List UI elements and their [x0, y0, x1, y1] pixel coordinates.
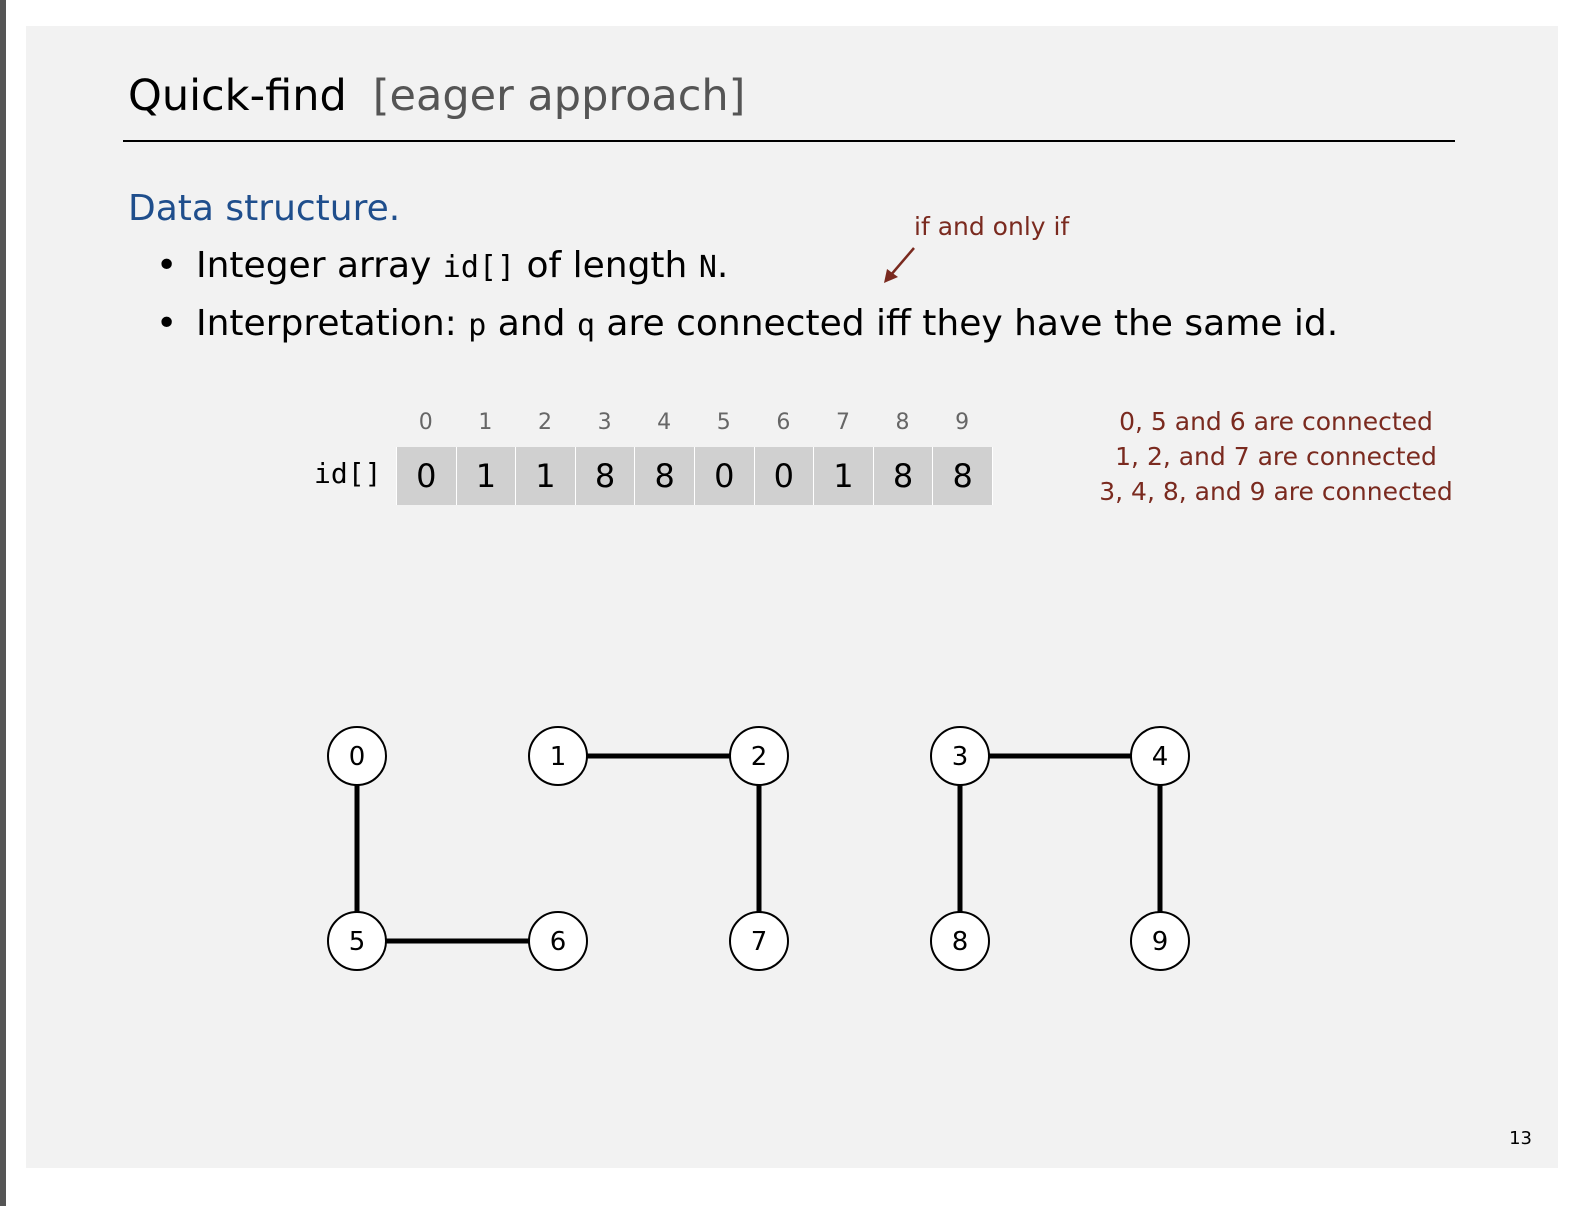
array-cell: 8 — [575, 447, 636, 505]
bullet-dot: • — [156, 245, 178, 286]
array-cell: 0 — [694, 447, 755, 505]
node-label: 2 — [751, 742, 768, 772]
node-circle — [930, 911, 990, 971]
graph-node-6: 6 — [528, 911, 588, 971]
array-cell: 8 — [635, 447, 695, 505]
connectivity-graph: 0 1 2 3 4 5 6 7 8 9 — [327, 726, 1190, 971]
array-cell: 1 — [456, 447, 517, 505]
legend-line: 3, 4, 8, and 9 are connected — [1099, 477, 1453, 506]
node-circle — [729, 911, 789, 971]
node-circle — [1130, 726, 1190, 786]
array-cell: 0 — [754, 447, 815, 505]
node-label: 7 — [751, 927, 768, 957]
code-text: N — [698, 250, 717, 285]
node-circle — [327, 911, 387, 971]
title-main: Quick-find — [128, 71, 347, 121]
bullet-item: • Interpretation: p and q are connected i… — [156, 302, 1338, 348]
iff-annotation: if and only if — [914, 212, 1070, 241]
graph-node-1: 1 — [528, 726, 588, 786]
graph-node-3: 3 — [930, 726, 990, 786]
node-label: 4 — [1152, 742, 1169, 772]
array-label: id[] — [314, 457, 382, 490]
slide-title: Quick-find [eager approach] — [128, 70, 745, 122]
title-subtitle: [eager approach] — [372, 71, 746, 121]
node-label: 8 — [952, 927, 969, 957]
array-index: 1 — [478, 410, 493, 435]
node-label: 6 — [550, 927, 567, 957]
array-index: 4 — [657, 410, 672, 435]
slide: Quick-find [eager approach] Data structur… — [26, 26, 1558, 1168]
code-text: id[] — [442, 250, 516, 285]
node-circle — [930, 726, 990, 786]
node-label: 1 — [550, 742, 567, 772]
bullet-text: and — [486, 303, 577, 344]
node-circle — [327, 726, 387, 786]
annotation-arrow-icon — [884, 247, 915, 283]
array-cell: 1 — [516, 447, 576, 505]
title-divider — [123, 140, 1455, 142]
bullet-text: Interpretation: — [196, 303, 469, 344]
array-index: 6 — [776, 410, 791, 435]
node-label: 9 — [1152, 927, 1169, 957]
array-cell: 1 — [814, 447, 874, 505]
array-index: 2 — [537, 410, 552, 435]
connected-components-legend: 0, 5 and 6 are connected 1, 2, and 7 are… — [1086, 404, 1466, 509]
bullet-text: Integer array — [196, 245, 443, 286]
array-index: 5 — [716, 410, 731, 435]
array-index: 7 — [835, 410, 850, 435]
code-text: p — [468, 308, 487, 343]
graph-node-8: 8 — [930, 911, 990, 971]
array-indices: 0 1 2 3 4 5 6 7 8 9 — [396, 410, 992, 435]
node-label: 0 — [349, 742, 366, 772]
graph-node-2: 2 — [729, 726, 789, 786]
bullet-text: . — [716, 245, 729, 286]
bullet-dot: • — [156, 303, 178, 344]
graph-node-0: 0 — [327, 726, 387, 786]
node-circle — [1130, 911, 1190, 971]
array-cell: 8 — [933, 447, 993, 505]
node-label: 5 — [349, 927, 366, 957]
graph-node-4: 4 — [1130, 726, 1190, 786]
array-index: 0 — [418, 410, 433, 435]
array-cell: 8 — [873, 447, 934, 505]
legend-line: 1, 2, and 7 are connected — [1115, 442, 1437, 471]
legend-line: 0, 5 and 6 are connected — [1119, 407, 1433, 436]
graph-node-9: 9 — [1130, 911, 1190, 971]
array-index: 3 — [597, 410, 612, 435]
array-index: 9 — [955, 410, 970, 435]
left-window-edge — [0, 0, 6, 1206]
node-circle — [528, 911, 588, 971]
bullet-text: of length — [515, 245, 699, 286]
page-number: 13 — [1509, 1128, 1532, 1149]
section-heading: Data structure. — [128, 188, 401, 229]
node-circle — [528, 726, 588, 786]
array-index: 8 — [895, 410, 910, 435]
node-label: 3 — [952, 742, 969, 772]
bullet-text: are connected iff they have the same id. — [594, 303, 1339, 344]
array-cell: 0 — [397, 447, 457, 505]
node-circle — [729, 726, 789, 786]
array-cells: 0 1 1 8 8 0 0 1 8 8 — [396, 447, 993, 505]
bullet-item: • Integer array id[] of length N. — [156, 244, 728, 290]
graph-node-7: 7 — [729, 911, 789, 971]
graph-node-5: 5 — [327, 911, 387, 971]
code-text: q — [576, 308, 595, 343]
